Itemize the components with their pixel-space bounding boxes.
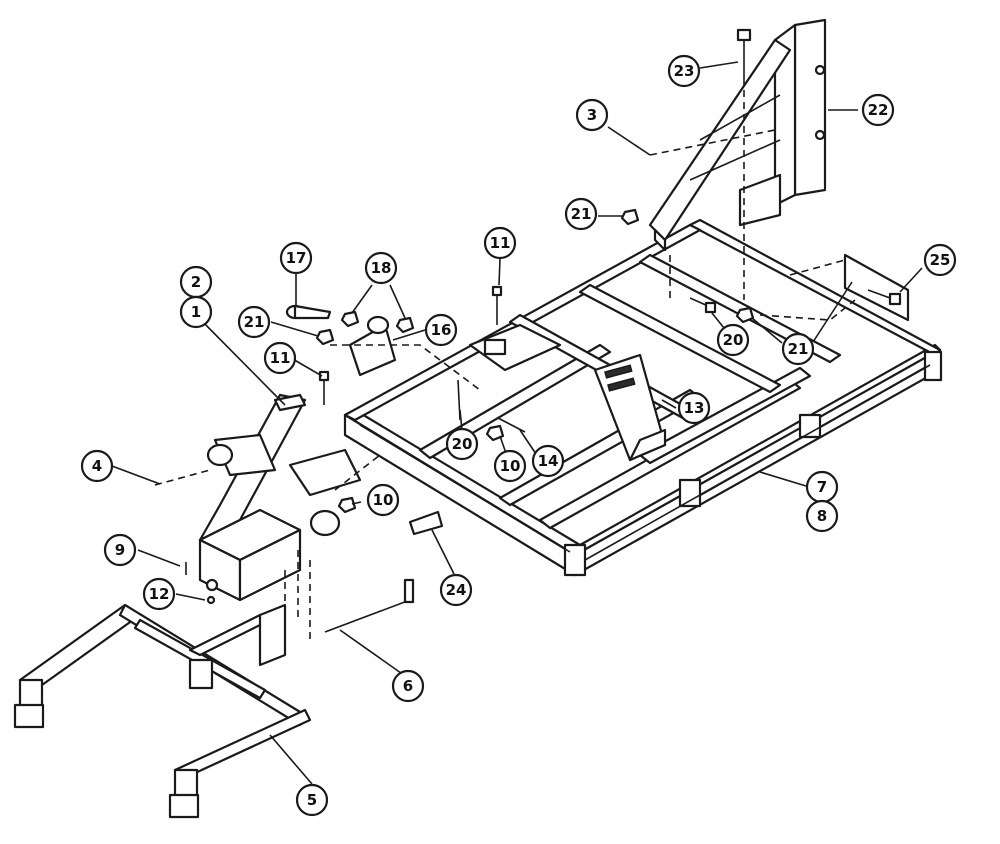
callout-24: 24 xyxy=(439,573,473,607)
svg-text:5: 5 xyxy=(307,791,317,809)
bolt-23 xyxy=(736,28,752,300)
center-bracket xyxy=(468,323,562,372)
lower-a-frame-5 xyxy=(13,603,312,819)
callout-14: 14 xyxy=(531,444,565,478)
callouts: 2 1 3 4 5 6 7 8 9 10 10 11 11 12 13 14 1… xyxy=(80,54,957,817)
svg-text:21: 21 xyxy=(244,313,265,331)
leader-lines xyxy=(111,61,923,785)
callout-10a: 10 xyxy=(366,483,400,517)
svg-text:24: 24 xyxy=(446,581,467,599)
callout-8: 8 xyxy=(805,499,839,533)
svg-text:10: 10 xyxy=(500,457,521,475)
svg-text:13: 13 xyxy=(684,399,705,417)
callout-21c: 21 xyxy=(781,332,815,366)
svg-text:20: 20 xyxy=(723,331,744,349)
callout-11b: 11 xyxy=(263,341,297,375)
svg-text:25: 25 xyxy=(930,251,951,269)
svg-text:17: 17 xyxy=(286,249,307,267)
callout-7: 7 xyxy=(805,470,839,504)
svg-text:22: 22 xyxy=(868,101,889,119)
mount-bracket-13 xyxy=(593,353,667,462)
svg-text:23: 23 xyxy=(674,62,695,80)
svg-text:11: 11 xyxy=(490,234,511,252)
svg-text:21: 21 xyxy=(571,205,592,223)
svg-text:9: 9 xyxy=(115,541,125,559)
callout-16: 16 xyxy=(424,313,458,347)
svg-text:6: 6 xyxy=(403,677,413,695)
callout-3: 3 xyxy=(575,98,609,132)
svg-text:18: 18 xyxy=(371,259,392,277)
callout-18: 18 xyxy=(364,251,398,285)
callout-20b: 20 xyxy=(716,323,750,357)
svg-text:4: 4 xyxy=(92,457,102,475)
callout-25: 25 xyxy=(923,243,957,277)
svg-text:20: 20 xyxy=(452,435,473,453)
rod-6 xyxy=(324,578,415,633)
svg-text:11: 11 xyxy=(270,349,291,367)
svg-text:16: 16 xyxy=(431,321,452,339)
callout-21b: 21 xyxy=(564,197,598,231)
callout-20a: 20 xyxy=(445,427,479,461)
svg-text:1: 1 xyxy=(191,303,201,321)
callout-21a: 21 xyxy=(237,305,271,339)
clip-24 xyxy=(408,510,444,536)
callout-5: 5 xyxy=(295,783,329,817)
assembly-lines xyxy=(154,129,856,650)
svg-text:21: 21 xyxy=(788,340,809,358)
svg-text:3: 3 xyxy=(587,106,597,124)
callout-17: 17 xyxy=(279,241,313,275)
svg-text:8: 8 xyxy=(817,507,827,525)
svg-text:7: 7 xyxy=(817,478,827,496)
callout-23: 23 xyxy=(667,54,701,88)
svg-text:2: 2 xyxy=(191,273,201,291)
callout-4: 4 xyxy=(80,449,114,483)
callout-2: 2 xyxy=(179,265,213,299)
svg-text:12: 12 xyxy=(149,585,170,603)
callout-9: 9 xyxy=(103,533,137,567)
callout-22: 22 xyxy=(861,93,895,127)
hitch-assembly xyxy=(198,393,362,602)
main-frame xyxy=(343,218,943,577)
callout-10b: 10 xyxy=(493,449,527,483)
callout-6: 6 xyxy=(391,669,425,703)
callout-1: 1 xyxy=(179,295,213,329)
callout-12: 12 xyxy=(142,577,176,611)
svg-text:10: 10 xyxy=(373,491,394,509)
callout-11a: 11 xyxy=(483,226,517,260)
callout-13: 13 xyxy=(677,391,711,425)
hardware xyxy=(185,208,910,605)
svg-text:14: 14 xyxy=(538,452,559,470)
mast-22 xyxy=(648,18,827,252)
